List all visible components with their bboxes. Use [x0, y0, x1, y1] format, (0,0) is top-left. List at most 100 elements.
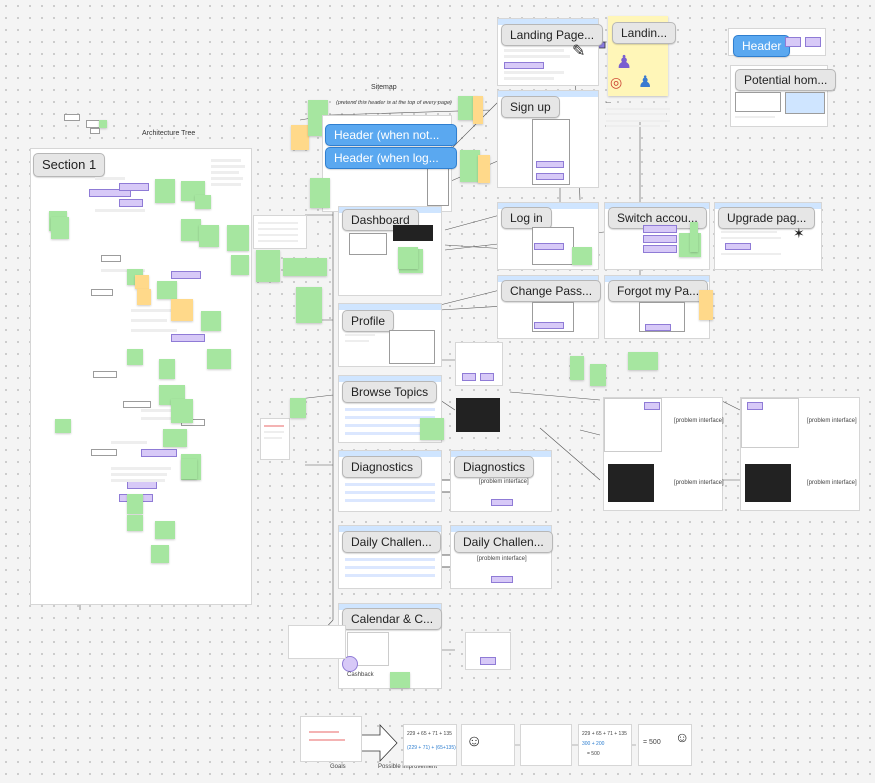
tree-node[interactable] — [91, 289, 113, 296]
tree-node[interactable] — [171, 334, 205, 342]
sticky-note[interactable] — [296, 287, 322, 323]
sticky-note[interactable] — [283, 258, 327, 276]
profile-popup[interactable] — [455, 342, 503, 386]
user-icon: ♟ — [638, 74, 653, 91]
browse-topics-frame[interactable]: Browse Topics — [338, 375, 442, 443]
sticky-note[interactable] — [398, 247, 418, 269]
daily-challenge-label-b: Daily Challen... — [454, 531, 553, 553]
daily-challenge-frame-a[interactable]: Daily Challen... — [338, 525, 442, 589]
sticky-note[interactable] — [460, 150, 480, 182]
sticky-note[interactable] — [199, 225, 219, 247]
sticky-note[interactable] — [473, 96, 483, 124]
sticky-note[interactable] — [135, 275, 149, 289]
tree-node[interactable] — [119, 183, 149, 191]
sticky-note[interactable] — [163, 429, 187, 447]
equation-card-3[interactable] — [520, 724, 572, 766]
sticky-note[interactable] — [310, 178, 330, 208]
sticky-note[interactable] — [181, 459, 197, 479]
tree-node[interactable] — [127, 481, 157, 489]
sticky-note[interactable] — [155, 521, 175, 539]
video-thumbnail[interactable] — [456, 398, 500, 432]
sticky-note[interactable] — [55, 419, 71, 433]
sticky-note[interactable] — [291, 125, 309, 150]
topic-list[interactable] — [260, 418, 290, 460]
tree-node[interactable] — [91, 449, 117, 456]
sticky-note[interactable] — [478, 155, 490, 183]
equation-card-2[interactable]: ☺ — [461, 724, 515, 766]
sticky-note[interactable] — [201, 311, 221, 331]
landing-page-frame[interactable]: Landing Page... ✎ — [497, 18, 604, 86]
goals-frame[interactable] — [300, 716, 362, 762]
equation-card-1[interactable]: 229 + 65 + 71 + 135 (229 + 71) + (65+135… — [403, 724, 457, 766]
profile-frame[interactable]: Profile — [338, 303, 442, 367]
tree-node[interactable] — [119, 199, 143, 207]
calendar-popup[interactable] — [288, 625, 346, 659]
text-line — [131, 329, 177, 332]
calendar-frame[interactable]: Calendar & C... Cashback — [338, 603, 443, 689]
sticky-note[interactable] — [390, 672, 410, 688]
architecture-tree-panel[interactable]: Section 1 — [30, 148, 252, 605]
log-in-frame[interactable]: Log in — [497, 202, 599, 270]
calendar-day-marker[interactable] — [342, 656, 358, 672]
tree-node[interactable] — [90, 128, 100, 134]
tree-node[interactable] — [89, 189, 131, 197]
potential-home-frame[interactable]: Potential hom... — [730, 65, 837, 127]
calendar-detail-popup[interactable] — [465, 632, 511, 670]
problem-interface-panel-1[interactable]: [problem interface] [problem interface] — [603, 397, 724, 511]
dashboard-table[interactable] — [253, 215, 307, 249]
sticky-note[interactable] — [171, 299, 193, 321]
sticky-note[interactable] — [195, 195, 211, 209]
sticky-note[interactable] — [127, 494, 143, 514]
daily-challenge-frame-b[interactable]: Daily Challen... [problem interface] — [450, 525, 553, 589]
sign-up-frame[interactable]: Sign up — [497, 90, 599, 188]
equation-card-5[interactable]: = 500 ☺ — [638, 724, 692, 766]
video-thumbnail[interactable] — [608, 464, 654, 502]
problem-interface-panel-2[interactable]: [problem interface] [problem interface] — [740, 397, 860, 511]
text-line — [111, 473, 167, 476]
sticky-note[interactable] — [227, 225, 249, 251]
sticky-note[interactable] — [420, 418, 444, 440]
sticky-note[interactable] — [231, 255, 249, 275]
sticky-note[interactable] — [137, 289, 151, 305]
sticky-note[interactable] — [570, 356, 584, 380]
video-thumbnail[interactable] — [745, 464, 791, 502]
sticky-note[interactable] — [207, 349, 231, 369]
header-logged-in[interactable]: Header (when log... — [325, 147, 457, 169]
sticky-note[interactable] — [127, 515, 143, 531]
sticky-note[interactable] — [171, 399, 193, 423]
sticky-note[interactable] — [151, 545, 169, 563]
sticky-note[interactable] — [181, 219, 201, 241]
sticky-note[interactable] — [157, 281, 177, 299]
sticky-note[interactable] — [155, 179, 175, 203]
tree-node[interactable] — [171, 271, 201, 279]
dashboard-frame[interactable]: Dashboard — [338, 206, 442, 296]
sticky-note[interactable] — [256, 250, 280, 282]
tree-node[interactable] — [64, 114, 80, 121]
diagnostics-frame-a[interactable]: Diagnostics — [338, 450, 442, 512]
equation-card-4[interactable]: 229 + 65 + 71 + 135 300 + 200 = 500 — [578, 724, 632, 766]
header-dropdown[interactable] — [427, 164, 449, 206]
text-line — [131, 319, 167, 322]
tree-node[interactable] — [86, 120, 100, 128]
sticky-note[interactable] — [127, 349, 143, 365]
sticky-note[interactable] — [690, 222, 698, 252]
tree-node[interactable] — [123, 401, 151, 408]
browse-topics-label: Browse Topics — [342, 381, 438, 403]
sticky-note[interactable] — [99, 120, 107, 128]
sticky-note[interactable] — [159, 359, 175, 379]
upgrade-page-frame[interactable]: Upgrade pag... ✶ — [714, 202, 822, 270]
sticky-note[interactable] — [51, 217, 69, 239]
landing-sketch-note[interactable]: Landin... ♟ ♟ ◎ — [608, 16, 677, 96]
diagnostics-frame-b[interactable]: Diagnostics [problem interface] — [450, 450, 552, 512]
sticky-note[interactable] — [290, 398, 306, 418]
sticky-note[interactable] — [590, 364, 606, 386]
forgot-password-frame[interactable]: Forgot my Pa... — [604, 275, 713, 339]
tree-node[interactable] — [141, 449, 177, 457]
tree-node[interactable] — [101, 255, 121, 262]
change-password-frame[interactable]: Change Pass... — [497, 275, 602, 339]
tree-node[interactable] — [93, 371, 117, 378]
sticky-note[interactable] — [628, 352, 658, 370]
header-variant-frame[interactable]: Header — [728, 28, 826, 57]
header-not-logged-in[interactable]: Header (when not... — [325, 124, 457, 146]
video-thumbnail[interactable] — [393, 225, 433, 241]
